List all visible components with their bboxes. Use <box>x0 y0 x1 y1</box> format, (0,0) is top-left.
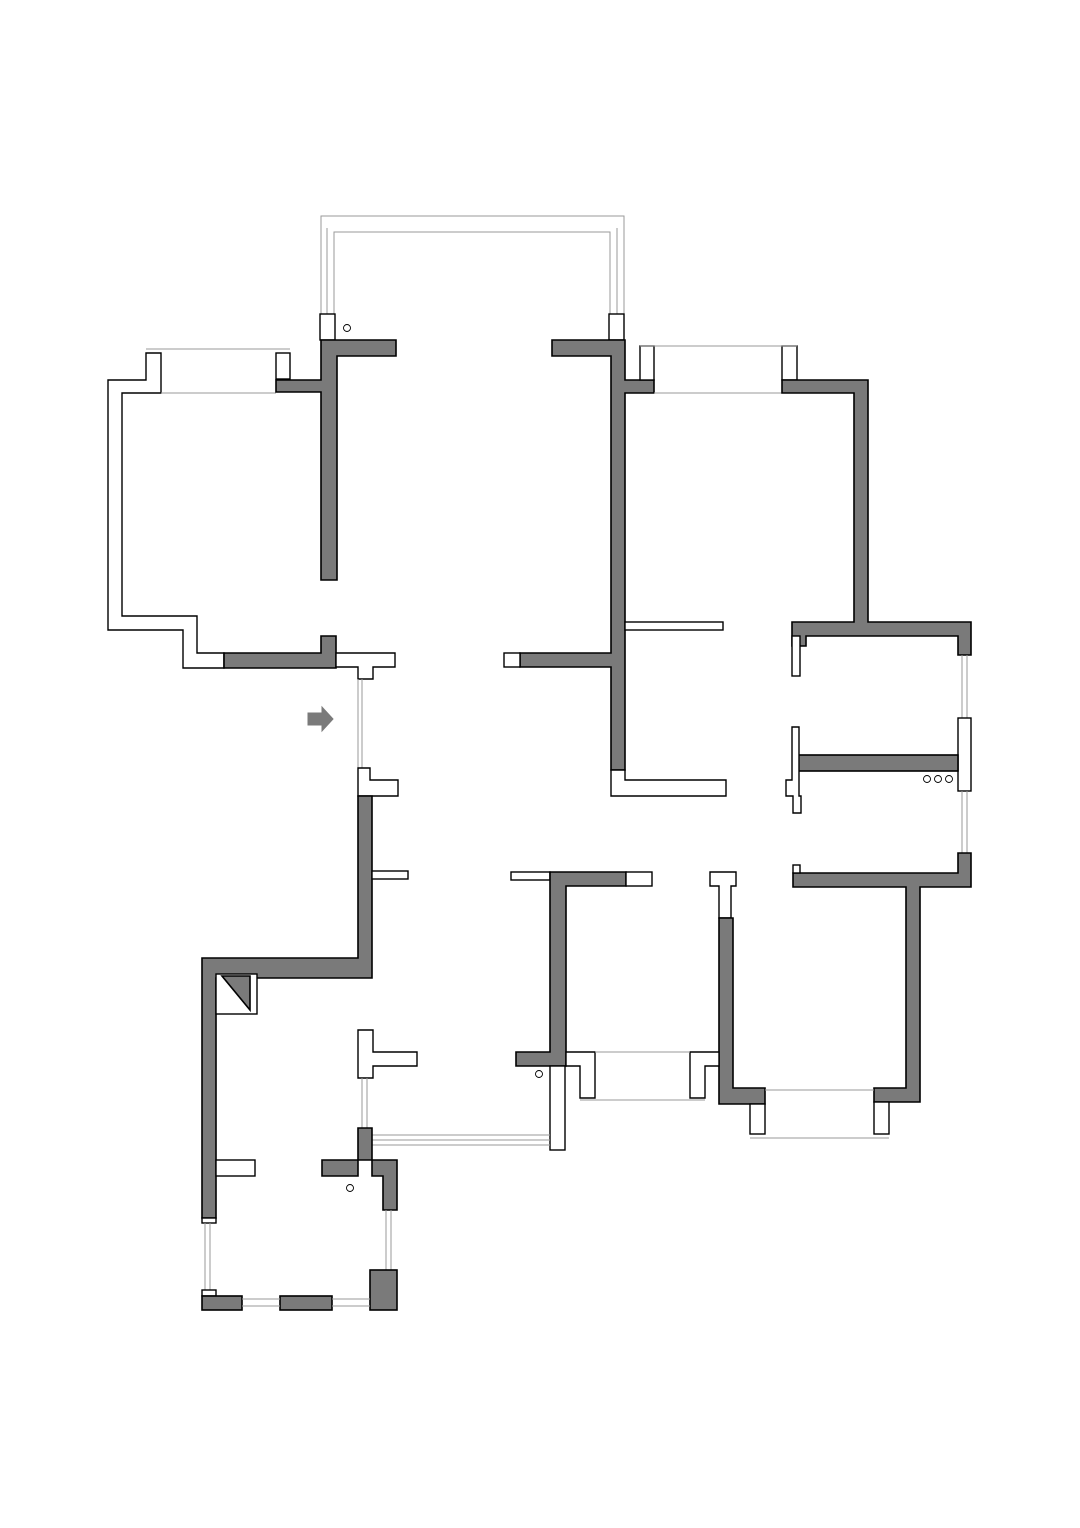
lower-right-bedroom-west-wall <box>718 917 766 1105</box>
closet-partition <box>624 621 724 631</box>
entrance-door <box>357 679 363 768</box>
bedroom-partition-bottom <box>610 769 727 797</box>
bath-wall-end-cap <box>792 864 801 874</box>
kitchen-duct-fill <box>220 975 251 1013</box>
top-right-balcony-post <box>608 313 625 341</box>
entry-door-jamb-top <box>335 652 396 680</box>
pipe-riser-icon <box>923 775 953 783</box>
dining-partition-stub <box>371 870 409 880</box>
west-window-sill <box>201 1217 217 1224</box>
bath-window-upper <box>961 655 968 718</box>
kitchen-south-wall-left <box>201 1295 243 1311</box>
bath-window-mullion <box>957 717 972 792</box>
kitchen-corner-column <box>369 1269 398 1311</box>
kitchen-west-window <box>204 1223 211 1290</box>
kitchen-counter-stub <box>215 1159 256 1177</box>
living-left-bearing-wall <box>275 339 397 581</box>
kitchen-sliding-door <box>361 1078 368 1128</box>
kitchen-south-wall-middle <box>279 1295 333 1311</box>
kitchen-side-window <box>385 1210 392 1270</box>
top-left-window-jamb <box>275 352 291 380</box>
top-left-bedroom-wall <box>107 352 225 669</box>
kitchen-door-jamb <box>357 1029 418 1079</box>
top-right-window-jamb-left <box>639 345 655 381</box>
lower-center-wall-end-cap <box>625 871 653 887</box>
top-right-window-jamb-right <box>781 345 798 381</box>
lower-right-window-jamb-right <box>873 1101 890 1135</box>
lower-center-partition <box>510 871 551 881</box>
lower-center-column <box>549 1065 566 1151</box>
lower-right-window-jamb-left <box>749 1103 766 1135</box>
floor-drain-icon <box>535 1070 543 1078</box>
bath-divider-wall <box>793 754 959 772</box>
floor-drain-icon <box>346 1184 354 1192</box>
central-wall-end-cap <box>503 652 521 668</box>
top-right-bedroom-window <box>640 345 797 394</box>
west-window-base <box>201 1289 217 1297</box>
top-left-bedroom-window <box>146 348 290 394</box>
top-left-bedroom-south-wall <box>223 635 337 669</box>
top-left-balcony-post <box>319 313 336 341</box>
bath-door-jamb-bottom <box>785 726 802 814</box>
lower-right-bedroom-window <box>750 1089 889 1139</box>
floor-drain-icon <box>343 324 351 332</box>
bath-door-jamb-top <box>791 635 801 677</box>
kitchen-cross-wall <box>321 1127 398 1211</box>
lower-center-bath-window <box>580 1051 705 1101</box>
top-right-bedroom-outer-wall <box>781 379 972 656</box>
bath-window-lower <box>961 791 968 853</box>
top-balcony-railing <box>320 215 625 314</box>
lower-center-window-jamb-right <box>689 1051 720 1099</box>
kitchen-south-window <box>242 1298 370 1307</box>
entrance-arrow-icon <box>307 705 334 733</box>
living-balcony-window <box>372 1134 550 1146</box>
